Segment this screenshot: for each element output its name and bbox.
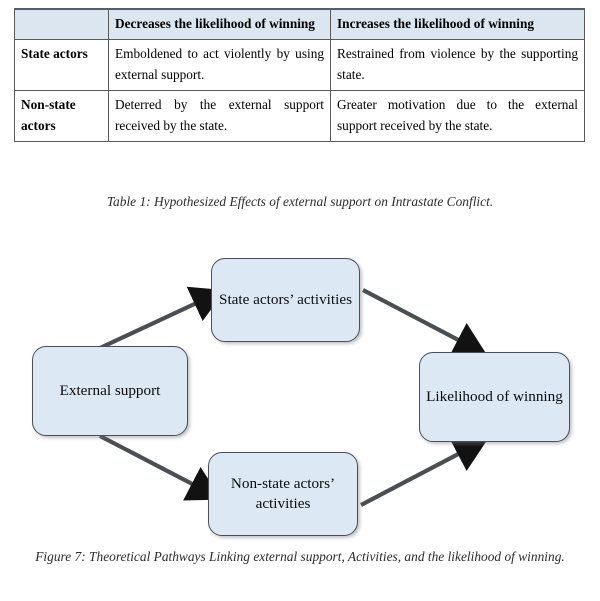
table-row: State actors Emboldened to act violently… <box>14 38 585 91</box>
row-label-state-actors: State actors <box>14 38 109 91</box>
table-header-blank <box>14 7 109 40</box>
row-label-non-state-actors: Non-state actors <box>14 89 109 142</box>
arrow-nonstate-to-likelihood <box>360 437 488 507</box>
table-row: Non-state actors Deterred by the externa… <box>14 89 585 142</box>
node-likelihood-of-winning[interactable]: Likelihood of winning <box>419 352 570 442</box>
node-external-support[interactable]: External support <box>32 346 188 436</box>
table-header-decreases: Decreases the likelihood of winning <box>108 7 331 40</box>
table-caption: Table 1: Hypothesized Effects of externa… <box>106 194 494 209</box>
node-likelihood-of-winning-label: Likelihood of winning <box>426 388 563 406</box>
figure-caption: Figure 7: Theoretical Pathways Linking e… <box>35 549 565 564</box>
row-label-line-2: actors <box>21 118 56 134</box>
node-non-state-actors-activities-label: Non-state actors’ activities <box>230 475 336 512</box>
table-header-row: Decreases the likelihood of winning Incr… <box>14 7 585 40</box>
arrow-external-to-nonstate <box>99 434 222 501</box>
cell-state-decreases: Emboldened to act violently by using ext… <box>108 38 331 91</box>
hypothesized-effects-table: Decreases the likelihood of winning Incr… <box>14 7 585 142</box>
arrow-state-to-likelihood <box>362 288 488 357</box>
theoretical-pathways-figure: External support State actors’ activitie… <box>0 240 600 545</box>
table: Decreases the likelihood of winning Incr… <box>14 7 585 142</box>
figure-arrows-layer <box>99 286 488 507</box>
node-external-support-label: External support <box>59 382 161 400</box>
cell-state-increases: Restrained from violence by the supporti… <box>330 38 585 91</box>
cell-nonstate-increases: Greater motivation due to the external s… <box>330 89 585 142</box>
cell-nonstate-decreases: Deterred by the external support receive… <box>108 89 331 142</box>
table-header-increases: Increases the likelihood of winning <box>330 7 585 40</box>
node-non-state-actors-activities[interactable]: Non-state actors’ activities <box>208 452 358 536</box>
arrow-external-to-state <box>99 286 226 350</box>
node-state-actors-activities[interactable]: State actors’ activities <box>211 258 360 342</box>
row-label-line-1: Non-state <box>21 96 76 112</box>
node-state-actors-activities-label: State actors’ activities <box>219 291 352 309</box>
